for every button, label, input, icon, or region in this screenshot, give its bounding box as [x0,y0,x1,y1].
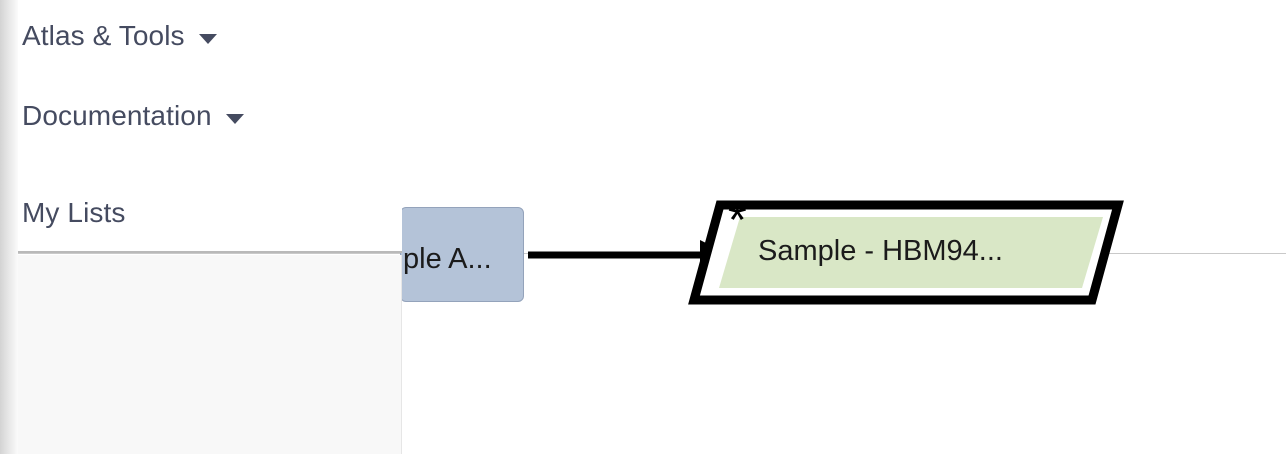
asterisk-icon: * [728,194,747,247]
graph-node-sample-hbm94-label: Sample - HBM94... [758,235,1003,267]
nav-item-atlas-and-tools-label: Atlas & Tools [22,20,185,51]
nav-item-atlas-and-tools[interactable]: Atlas & Tools [22,16,217,56]
nav-item-my-lists[interactable]: My Lists [22,193,125,233]
nav-item-documentation-label: Documentation [22,100,212,131]
nav-dropdown-body [18,255,402,454]
parallelogram-shape [688,200,1124,305]
nav-item-documentation[interactable]: Documentation [22,96,244,136]
graph-node-sample-a[interactable]: ple A... [400,207,524,302]
graph-node-sample-hbm94[interactable]: * Sample - HBM94... [688,194,1130,310]
chevron-down-icon[interactable] [225,114,244,124]
chevron-down-icon[interactable] [198,34,217,44]
nav-item-my-lists-label: My Lists [22,197,126,228]
graph-node-sample-a-label: ple A... [403,243,492,275]
nav-edge-shadow [0,0,18,454]
